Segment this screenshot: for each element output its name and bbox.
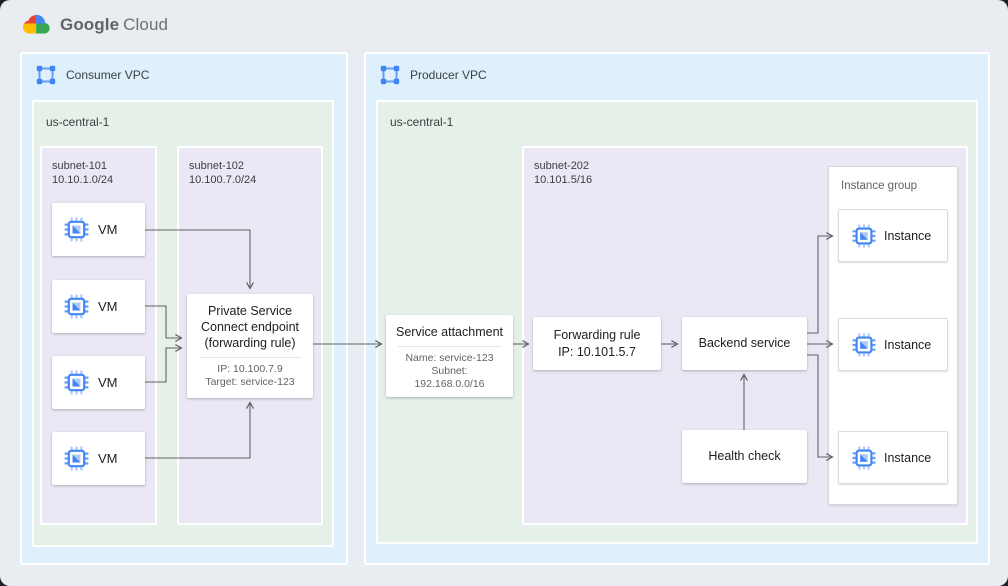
vm-node-3: VM — [52, 356, 145, 409]
psc-endpoint-node: Private Service Connect endpoint (forwar… — [187, 294, 313, 398]
producer-vpc-label: Producer VPC — [410, 68, 487, 82]
instance-node-2: Instance — [838, 318, 948, 371]
producer-region: us-central-1 Service attachment Name: se… — [376, 100, 978, 544]
compute-engine-chip-icon — [64, 446, 89, 471]
consumer-vpc-header: Consumer VPC — [36, 65, 149, 85]
instance-label: Instance — [884, 337, 932, 352]
psc-endpoint-details: IP: 10.100.7.9 Target: service-123 — [205, 363, 295, 388]
vpc-network-icon — [36, 65, 56, 85]
divider — [199, 357, 301, 358]
instance-group-container: Instance group Instance Instance Instanc… — [828, 166, 958, 505]
compute-engine-chip-icon — [64, 370, 89, 395]
subnet-202-cidr: 10.101.5/16 — [534, 174, 593, 186]
consumer-vpc-container: Consumer VPC us-central-1 subnet-101 10.… — [20, 52, 348, 565]
producer-vpc-header: Producer VPC — [380, 65, 487, 85]
logo-google: Google — [60, 15, 120, 34]
subnet-102: subnet-102 10.100.7.0/24 Private Service… — [177, 146, 323, 525]
instance-label: Instance — [884, 450, 932, 465]
compute-engine-chip-icon — [852, 223, 876, 248]
instance-node-3: Instance — [838, 431, 948, 484]
vm-label: VM — [98, 451, 118, 466]
subnet-102-name: subnet-102 — [189, 160, 245, 172]
psc-endpoint-title: Private Service Connect endpoint (forwar… — [201, 304, 299, 350]
producer-region-label: us-central-1 — [390, 115, 454, 129]
vm-node-1: VM — [52, 203, 145, 256]
consumer-vpc-label: Consumer VPC — [66, 68, 150, 82]
consumer-region: us-central-1 subnet-101 10.10.1.0/24 VM … — [32, 100, 334, 547]
google-cloud-icon — [22, 13, 52, 37]
vm-node-2: VM — [52, 280, 145, 333]
compute-engine-chip-icon — [852, 332, 876, 357]
instance-node-1: Instance — [838, 209, 948, 262]
subnet-101-label: subnet-101 10.10.1.0/24 — [52, 159, 113, 187]
service-attachment-node: Service attachment Name: service-123 Sub… — [386, 315, 513, 397]
backend-service-node: Backend service — [682, 317, 807, 370]
vm-node-4: VM — [52, 432, 145, 485]
consumer-region-label: us-central-1 — [46, 115, 110, 129]
producer-vpc-container: Producer VPC us-central-1 Service attach… — [364, 52, 990, 565]
forwarding-rule-node: Forwarding rule IP: 10.101.5.7 — [533, 317, 661, 370]
service-attachment-details: Name: service-123 Subnet: 192.168.0.0/16 — [405, 352, 494, 390]
subnet-101: subnet-101 10.10.1.0/24 VM VM VM V — [40, 146, 157, 525]
vm-label: VM — [98, 299, 118, 314]
service-attachment-title: Service attachment — [396, 325, 503, 339]
health-check-node: Health check — [682, 430, 807, 483]
vm-label: VM — [98, 375, 118, 390]
compute-engine-chip-icon — [64, 217, 89, 242]
subnet-102-cidr: 10.100.7.0/24 — [189, 174, 257, 186]
compute-engine-chip-icon — [852, 445, 876, 470]
subnet-202: subnet-202 10.101.5/16 Forwarding rule I… — [522, 146, 968, 525]
subnet-102-label: subnet-102 10.100.7.0/24 — [189, 159, 256, 187]
logo-cloud: Cloud — [123, 15, 169, 34]
subnet-101-name: subnet-101 — [52, 160, 108, 172]
subnet-202-label: subnet-202 10.101.5/16 — [534, 159, 592, 187]
vm-label: VM — [98, 222, 118, 237]
instance-group-label: Instance group — [841, 180, 918, 192]
compute-engine-chip-icon — [64, 294, 89, 319]
subnet-101-cidr: 10.10.1.0/24 — [52, 174, 114, 186]
divider — [398, 346, 501, 347]
vpc-network-icon — [380, 65, 400, 85]
subnet-202-name: subnet-202 — [534, 160, 590, 172]
instance-label: Instance — [884, 228, 932, 243]
